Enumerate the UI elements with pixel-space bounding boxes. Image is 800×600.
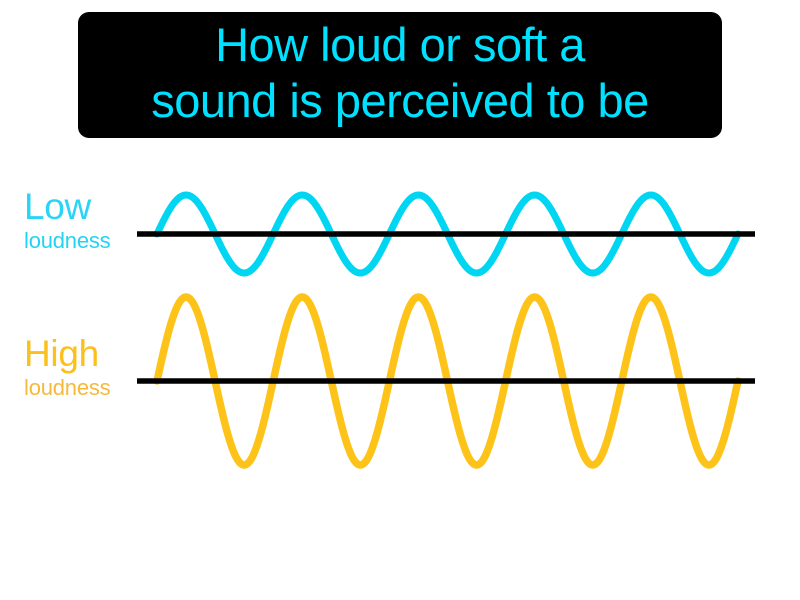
title-line-2: sound is perceived to be (151, 74, 649, 127)
high-loudness-row: High loudness (0, 285, 800, 485)
high-loudness-label-main: High (24, 333, 99, 374)
title-banner: How loud or soft a sound is perceived to… (78, 12, 722, 138)
low-loudness-row: Low loudness (0, 170, 800, 290)
high-loudness-wave-graphic (137, 293, 755, 469)
low-loudness-label-sub: loudness (24, 228, 111, 253)
low-loudness-label-group: Low loudness (24, 186, 144, 253)
high-loudness-label-sub: loudness (24, 375, 111, 400)
low-loudness-label-main: Low (24, 186, 91, 227)
low-loudness-wave-graphic (137, 191, 755, 277)
high-loudness-label-group: High loudness (24, 333, 144, 400)
title-line-1: How loud or soft a (215, 18, 585, 71)
